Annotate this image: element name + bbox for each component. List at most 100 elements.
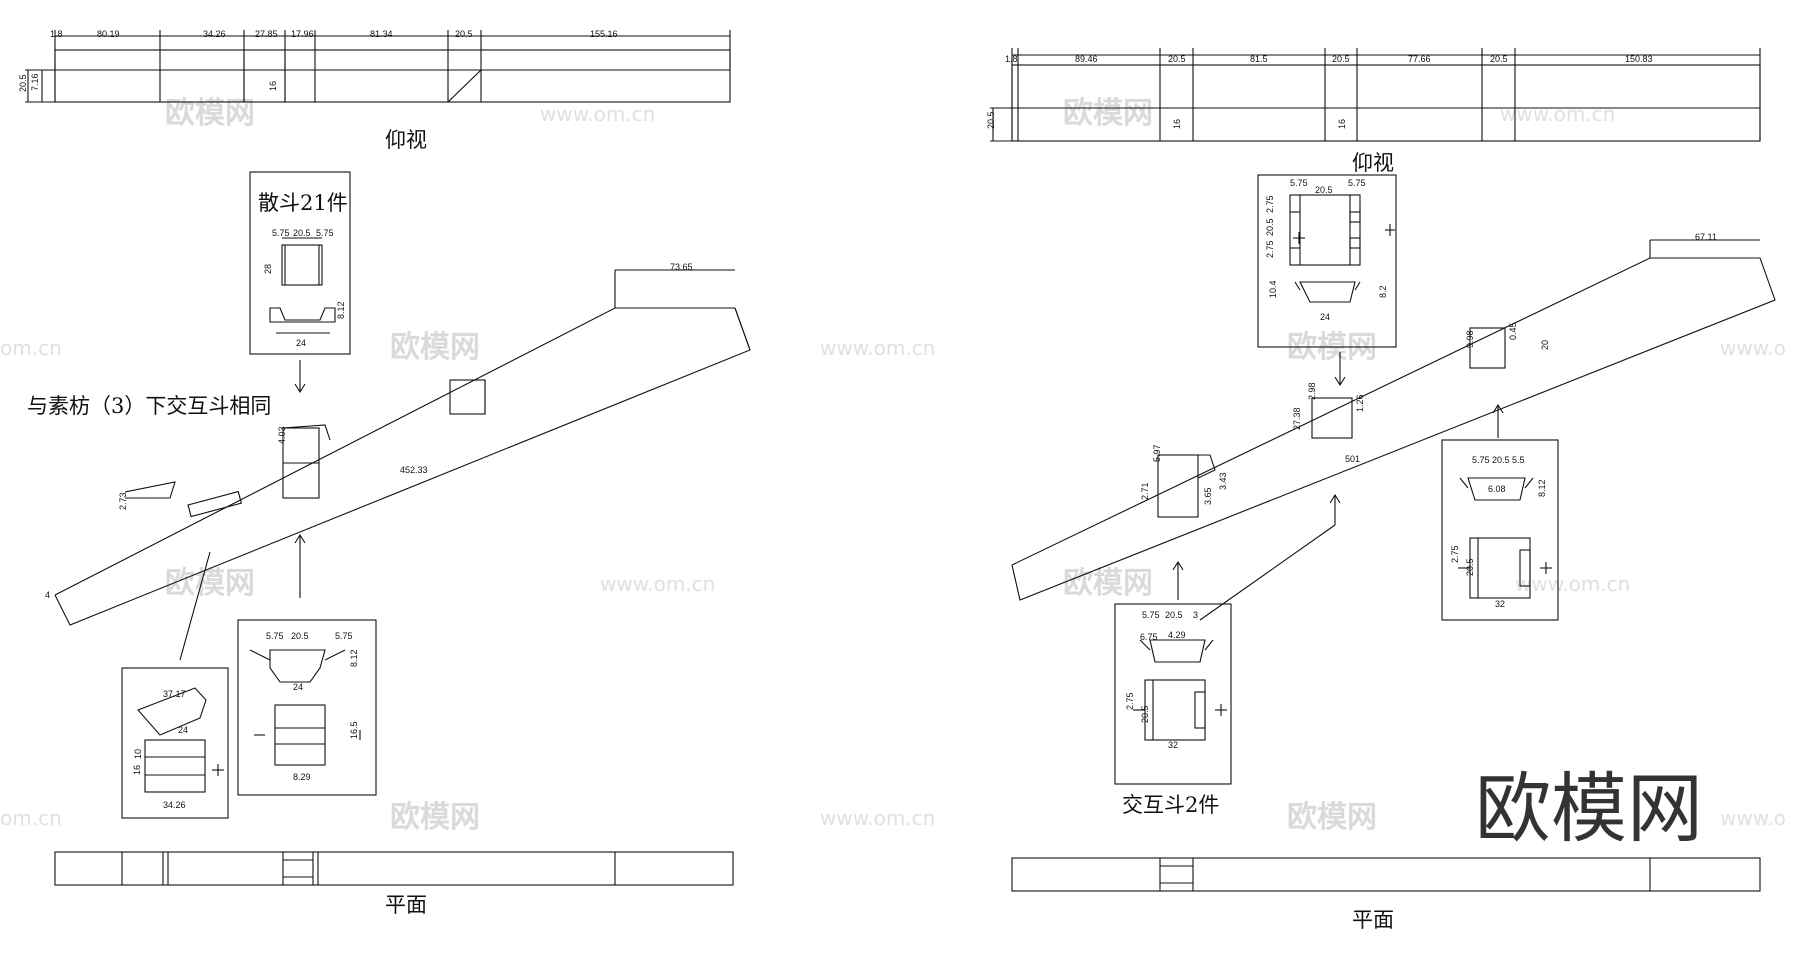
left-bracket-detail-1: 5.75 20.5 5.75 24 8.12 16.5 8.29 xyxy=(237,619,377,796)
dim-label: 5.75 xyxy=(316,228,334,238)
dim-label: 2.98 xyxy=(1307,382,1317,400)
watermark-url: www.o xyxy=(1720,336,1786,360)
dim-label: 20.5 xyxy=(1332,54,1350,64)
dim-label: 24 xyxy=(293,682,303,692)
dim-label: 1.8 xyxy=(1005,54,1018,64)
dim-label: 34.26 xyxy=(163,800,186,810)
dim-label: 5.97 xyxy=(1152,444,1162,462)
watermark-logo: 欧模网 xyxy=(165,566,255,601)
watermark-logo: 欧模网 xyxy=(1287,800,1377,835)
dim-label: 3 xyxy=(1193,610,1198,620)
right-side-detail: 5.75 20.5 5.5 6.08 2.75 20.5 32 8.12 xyxy=(1441,439,1559,621)
watermark-logo: 欧模网 xyxy=(390,330,480,365)
dim-label: 27.38 xyxy=(1292,407,1302,430)
dim-label: 20.5 xyxy=(18,74,28,92)
dim-label: 37.17 xyxy=(163,689,186,699)
watermark-logo: 欧模网 xyxy=(390,800,480,835)
dim-label: 24 xyxy=(296,338,306,348)
dim-label: 16 xyxy=(1337,119,1347,129)
dim-label: 4.03 xyxy=(277,426,287,444)
watermark-url: www.o xyxy=(1720,806,1786,830)
dim-label: 73.65 xyxy=(670,262,693,272)
dim-label: 17.96 xyxy=(291,29,314,39)
top-view-label: 仰视 xyxy=(385,128,427,152)
watermark-logo: 欧模网 xyxy=(1063,96,1153,131)
dim-label: 2.75 xyxy=(1450,545,1460,563)
left-bracket-detail-2: 37.17 24 10 16 34.26 xyxy=(121,667,229,819)
watermark-url: www.om.cn xyxy=(820,806,935,830)
dim-label: 8.12 xyxy=(1537,479,1547,497)
dim-label: 16 xyxy=(132,765,142,775)
dim-label: 24 xyxy=(178,725,188,735)
dim-label: 89.46 xyxy=(1075,54,1098,64)
dim-label: 20.5 xyxy=(1265,218,1275,236)
jiaohudou-label: 交互斗2件 xyxy=(1122,793,1219,817)
dim-label: 32 xyxy=(1495,599,1505,609)
dim-label: 9.98 xyxy=(1465,330,1475,348)
left-top-view: 1.8 80.19 34.26 27.85 17.96 81.34 20.5 1… xyxy=(18,29,731,152)
dim-label: 6.08 xyxy=(1488,484,1506,494)
dim-label: 2.75 xyxy=(1125,692,1135,710)
dim-label: 20.5 xyxy=(455,29,473,39)
dim-label: 27.85 xyxy=(255,29,278,39)
dim-label: 4.29 xyxy=(1168,630,1186,640)
left-sandou-detail: 散斗21件 5.75 20.5 5.75 28 24 8.12 xyxy=(249,171,351,394)
dim-label: 5.75 xyxy=(1290,178,1308,188)
dim-label: 0.45 xyxy=(1508,322,1518,340)
dim-label: 5.75 xyxy=(335,631,353,641)
watermark-url: www.om.cn xyxy=(540,102,655,126)
dim-label: 67.11 xyxy=(1695,232,1717,242)
dim-label: 8.29 xyxy=(293,772,311,782)
dim-label: 32 xyxy=(1168,740,1178,750)
right-main-beam: 67.11 501 9.98 0.45 20 2.98 27.38 1.26 5… xyxy=(1011,232,1776,621)
watermark-logo: 欧模网 xyxy=(165,96,255,131)
watermark-url: www.om.cn xyxy=(820,336,935,360)
dim-label: 20.5 xyxy=(986,111,996,129)
dim-label: 5.75 xyxy=(1472,455,1490,465)
dim-label: 1.8 xyxy=(50,29,63,39)
dim-label: 24 xyxy=(1320,312,1330,322)
dim-label: 20.5 xyxy=(1492,455,1510,465)
dim-label: 81.5 xyxy=(1250,54,1268,64)
dim-label: 81.34 xyxy=(370,29,393,39)
dim-label: 20.5 xyxy=(1490,54,1508,64)
dim-label: 2.73 xyxy=(118,492,128,510)
plan-view-label: 平面 xyxy=(385,893,427,917)
dim-label: 5.75 xyxy=(1142,610,1160,620)
watermarks: 欧模网 www.om.cn 欧模网 www.om.cn om.cn 欧模网 ww… xyxy=(0,96,1786,835)
dim-label: 452.33 xyxy=(400,465,428,475)
left-main-beam: 73.65 452.33 4.03 2.73 4 xyxy=(45,262,751,661)
dim-label: 20.5 xyxy=(1165,610,1183,620)
dim-label: 501 xyxy=(1345,454,1360,464)
dim-label: 5.75 xyxy=(272,228,290,238)
dim-label: 5.5 xyxy=(1512,455,1525,465)
plan-view-label: 平面 xyxy=(1352,908,1394,932)
dim-label: 28 xyxy=(263,264,273,274)
brand-logo: 欧模网 xyxy=(1475,764,1703,853)
dim-label: 4 xyxy=(45,590,50,600)
right-jiaohudou-detail: 5.75 20.5 3 6.75 4.29 2.75 20.5 32 交互斗2件 xyxy=(1114,603,1232,817)
dim-label: 34.26 xyxy=(203,29,226,39)
sandou-label: 散斗21件 xyxy=(258,191,348,215)
right-top-detail: 5.75 20.5 5.75 2.75 20.5 2.75 24 10.4 8.… xyxy=(1257,174,1397,387)
watermark-url: www.om.cn xyxy=(600,572,715,596)
dim-label: 16 xyxy=(268,81,278,91)
dim-label: 5.75 xyxy=(266,631,284,641)
dim-label: 3.43 xyxy=(1218,472,1228,490)
dim-label: 6.75 xyxy=(1140,632,1158,642)
dim-label: 5.75 xyxy=(1348,178,1366,188)
dim-label: 3.65 xyxy=(1203,487,1213,505)
dim-label: 155.16 xyxy=(590,29,618,39)
dim-label: 8.2 xyxy=(1378,285,1388,298)
left-plan-view: 平面 xyxy=(54,851,734,917)
dim-label: 20.5 xyxy=(1465,558,1475,576)
dim-label: 150.83 xyxy=(1625,54,1653,64)
dim-label: 7.16 xyxy=(30,73,40,91)
watermark-url: www.om.cn xyxy=(1515,572,1630,596)
dim-label: 80.19 xyxy=(97,29,120,39)
dim-label: 20.5 xyxy=(1315,185,1333,195)
dim-label: 20.5 xyxy=(293,228,311,238)
dim-label: 8.12 xyxy=(349,649,359,667)
dim-label: 10.4 xyxy=(1268,280,1278,298)
